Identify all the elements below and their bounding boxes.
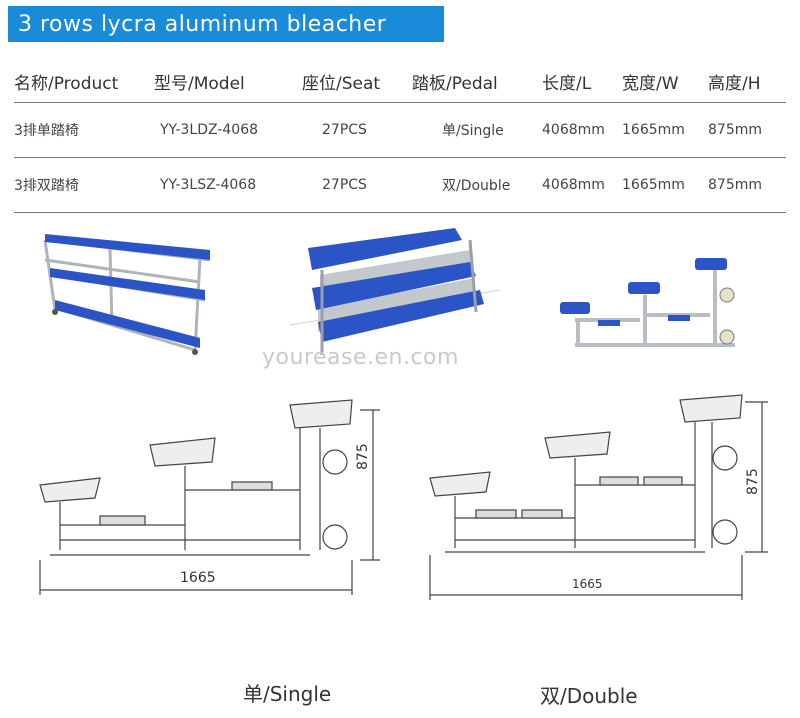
table-row: 3排双踏椅 YY-3LSZ-4068 27PCS 双/Double 4068mm… <box>14 157 786 213</box>
header-seat: 座位/Seat <box>302 73 381 94</box>
cell-length: 4068mm <box>542 157 622 213</box>
drawing-single <box>39 399 380 595</box>
cell-height: 875mm <box>708 157 786 213</box>
cell-product: 3排双踏椅 <box>14 157 154 213</box>
header-product: 名称/Product <box>14 73 119 94</box>
photo-bleacher-sideview <box>560 258 735 347</box>
cell-width: 1665mm <box>622 102 708 158</box>
banner-title: 3 rows lycra aluminum bleacher <box>18 11 387 37</box>
cell-height: 875mm <box>708 102 786 158</box>
single-width-label: 1665 <box>180 570 216 586</box>
header-width: 宽度/W <box>622 73 679 94</box>
technical-drawings <box>39 394 768 600</box>
header-length: 长度/L <box>542 73 592 94</box>
single-height-label: 875 <box>355 443 371 470</box>
title-banner: 3 rows lycra aluminum bleacher <box>8 6 444 42</box>
cell-seat: 27PCS <box>302 157 412 213</box>
cell-model: YY-3LDZ-4068 <box>154 102 302 158</box>
header-height: 高度/H <box>708 73 761 94</box>
cell-product: 3排单踏椅 <box>14 102 154 158</box>
cell-length: 4068mm <box>542 102 622 158</box>
cell-seat: 27PCS <box>302 102 412 158</box>
double-width-label: 1665 <box>572 577 603 591</box>
double-height-label: 875 <box>745 468 761 495</box>
header-pedal: 踏板/Pedal <box>412 73 498 94</box>
header-model: 型号/Model <box>154 73 245 94</box>
table-header-row: 名称/Product 型号/Model 座位/Seat 踏板/Pedal 长度/… <box>14 60 786 103</box>
cell-width: 1665mm <box>622 157 708 213</box>
photo-bleacher-closeup <box>289 228 501 355</box>
drawing-double <box>429 394 768 600</box>
watermark: yourease.en.com <box>262 345 459 370</box>
cell-model: YY-3LSZ-4068 <box>154 157 302 213</box>
product-photos <box>43 228 735 355</box>
table-row: 3排单踏椅 YY-3LDZ-4068 27PCS 单/Single 4068mm… <box>14 102 786 158</box>
cell-pedal: 单/Single <box>412 102 542 158</box>
caption-single: 单/Single <box>243 682 332 706</box>
cell-pedal: 双/Double <box>412 157 542 213</box>
caption-double: 双/Double <box>540 684 638 708</box>
spec-table: 名称/Product 型号/Model 座位/Seat 踏板/Pedal 长度/… <box>14 60 786 213</box>
photo-bleacher-angled <box>43 234 211 355</box>
